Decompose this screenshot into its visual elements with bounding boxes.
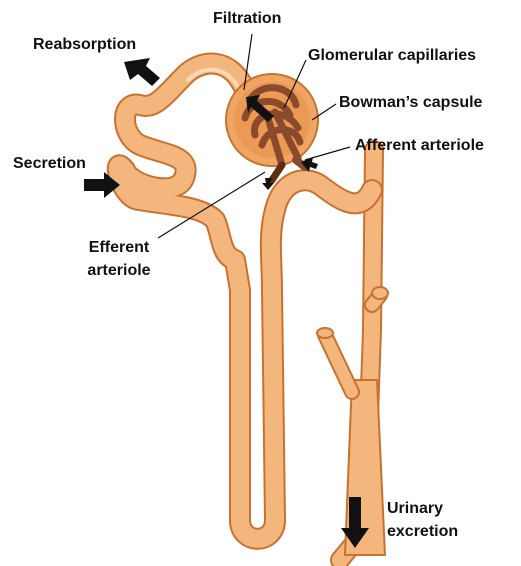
- efferent-arteriole-label-line1: Efferent: [77, 238, 161, 258]
- reabsorption-label: Reabsorption: [33, 35, 136, 55]
- leader-afferent: [305, 147, 350, 160]
- filtration-label: Filtration: [213, 9, 281, 29]
- reabsorption-arrow: [124, 58, 160, 86]
- urinary-excretion-label-line2: excretion: [387, 522, 458, 542]
- glomerular-capillaries-label: Glomerular capillaries: [308, 46, 476, 66]
- bowmans-capsule-label: Bowman’s capsule: [339, 93, 482, 113]
- secretion-label: Secretion: [13, 154, 86, 174]
- afferent-arteriole-label: Afferent arteriole: [355, 136, 484, 156]
- efferent-arteriole-label-line2: arteriole: [77, 261, 161, 281]
- urinary-excretion-label-line1: Urinary: [387, 499, 443, 519]
